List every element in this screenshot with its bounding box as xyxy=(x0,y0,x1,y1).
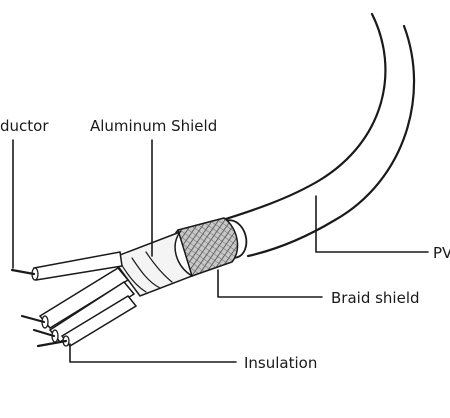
label-braid-shield: Braid shield xyxy=(331,289,420,307)
label-insulation: Insulation xyxy=(244,354,317,372)
label-aluminum-shield: Aluminum Shield xyxy=(90,117,217,135)
aluminum-shield xyxy=(110,230,194,297)
insulated-wires xyxy=(31,251,138,347)
conductor-tips xyxy=(10,268,68,348)
label-conductor: ductor xyxy=(0,117,49,135)
leader-lines xyxy=(12,139,429,363)
pvc-jacket xyxy=(214,12,416,259)
label-pvc: PV xyxy=(433,244,450,262)
